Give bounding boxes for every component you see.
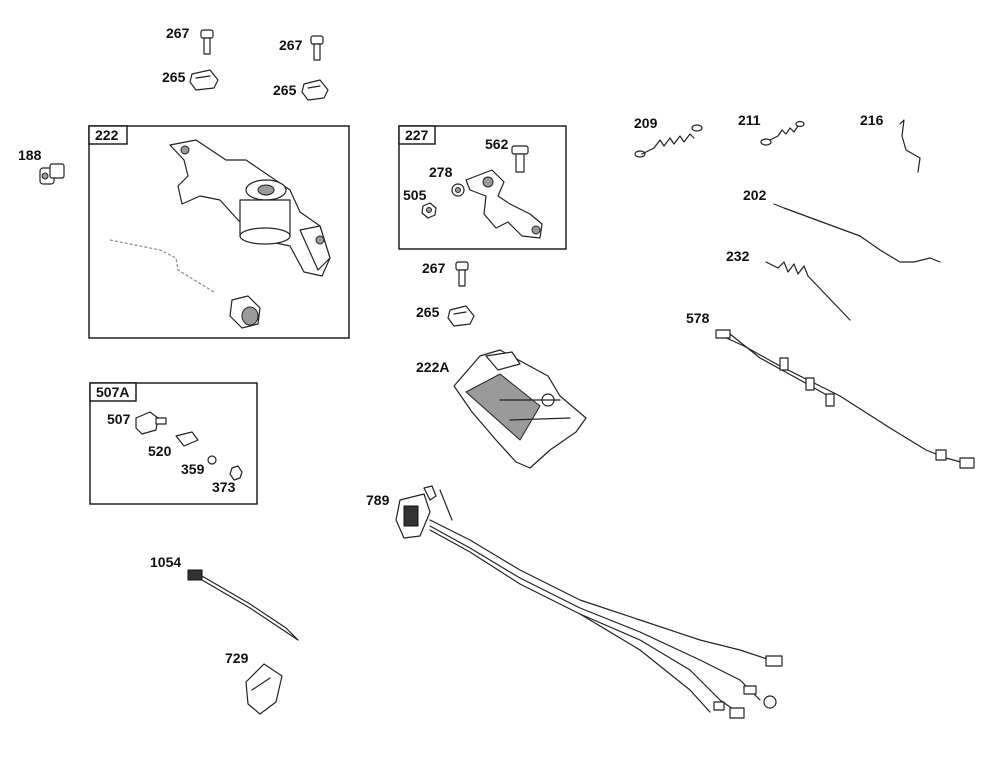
label-359: 359 <box>181 461 205 477</box>
part-232-spring[interactable] <box>765 261 851 321</box>
part-578-wire-harness[interactable] <box>715 329 975 469</box>
label-267-c: 267 <box>422 260 446 276</box>
part-188-bolt[interactable] <box>39 163 65 185</box>
label-520: 520 <box>148 443 172 459</box>
label-265-a: 265 <box>162 69 186 85</box>
part-222A-control-plate[interactable] <box>453 349 587 469</box>
part-278-washer[interactable] <box>451 183 465 197</box>
label-267-b: 267 <box>279 37 303 53</box>
label-222A: 222A <box>416 359 449 375</box>
label-202: 202 <box>743 187 767 203</box>
box-507A-tag: 507A <box>96 384 129 400</box>
part-359-washer[interactable] <box>207 455 217 465</box>
part-520-bracket[interactable] <box>175 431 199 447</box>
part-562-pin[interactable] <box>511 145 529 173</box>
label-211: 211 <box>738 112 761 128</box>
box-227: 227 <box>398 125 567 250</box>
label-373: 373 <box>212 479 236 495</box>
label-265-b: 265 <box>273 82 297 98</box>
part-222-control-bracket[interactable] <box>169 139 331 277</box>
label-232: 232 <box>726 248 750 264</box>
box-227-tag: 227 <box>405 127 429 143</box>
part-265-clip-b[interactable] <box>301 79 329 101</box>
box-222: 222 <box>88 125 350 339</box>
label-209: 209 <box>634 115 658 131</box>
part-222-knob-ghost <box>229 295 261 329</box>
part-222-link-rod-ghost <box>109 239 215 293</box>
part-789-main-harness[interactable] <box>395 485 783 719</box>
label-789: 789 <box>366 492 390 508</box>
box-507A: 507A <box>89 382 258 505</box>
part-202-rod[interactable] <box>773 203 941 263</box>
part-267-screw-a[interactable] <box>200 29 214 55</box>
label-265-c: 265 <box>416 304 440 320</box>
part-209-spring[interactable] <box>634 124 703 158</box>
part-505-nut[interactable] <box>421 202 437 219</box>
label-562: 562 <box>485 136 509 152</box>
part-267-screw-b[interactable] <box>310 35 324 61</box>
part-729-boot[interactable] <box>245 663 283 715</box>
label-578: 578 <box>686 310 710 326</box>
label-216: 216 <box>860 112 884 128</box>
part-216-wire-spring[interactable] <box>899 119 921 173</box>
part-227-throttle-lever[interactable] <box>465 169 543 239</box>
part-507-switch[interactable] <box>135 411 167 435</box>
part-1054-cable-tie[interactable] <box>187 569 299 641</box>
part-267-screw-c[interactable] <box>455 261 469 287</box>
label-507: 507 <box>107 411 131 427</box>
part-265-clip-a[interactable] <box>189 69 219 91</box>
part-265-clip-c[interactable] <box>447 305 475 327</box>
label-729: 729 <box>225 650 249 666</box>
part-211-spring[interactable] <box>760 120 805 146</box>
label-505: 505 <box>403 187 427 203</box>
part-373-nut[interactable] <box>229 465 243 481</box>
label-278: 278 <box>429 164 453 180</box>
label-1054: 1054 <box>150 554 181 570</box>
box-222-tag: 222 <box>95 127 119 143</box>
label-188: 188 <box>18 147 42 163</box>
label-267-a: 267 <box>166 25 190 41</box>
